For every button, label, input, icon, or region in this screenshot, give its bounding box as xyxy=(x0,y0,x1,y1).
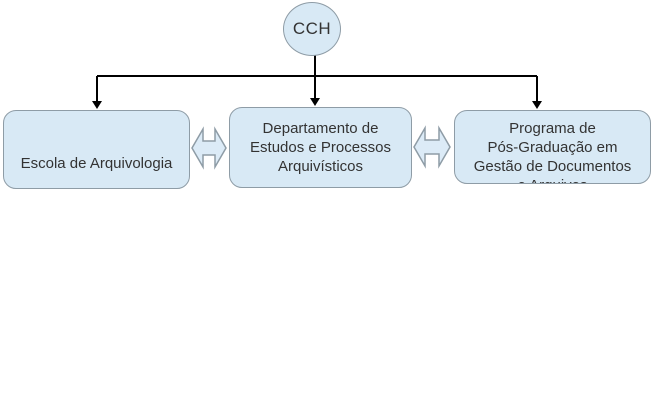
box-label-line: Arquivísticos xyxy=(277,158,364,175)
node-escola-de-arquivologia: Escola de Arquivologia xyxy=(3,110,190,189)
box-label-line: e Arquivos xyxy=(455,176,650,183)
box-label-line: Programa de xyxy=(509,120,596,137)
arrowhead-down-icon xyxy=(532,101,542,109)
bidirectional-arrow-icon xyxy=(413,125,451,169)
box-label-line: Gestão de Documentos xyxy=(473,158,632,175)
arrowhead-down-icon xyxy=(310,98,320,106)
box-label-line: Escola de Arquivologia xyxy=(20,155,173,172)
bidirectional-arrow-icon xyxy=(191,126,227,170)
node-departamento-estudos-processos-arquivisticos: Departamento de Estudos e Processos Arqu… xyxy=(229,107,412,188)
node-programa-pos-graduacao-gestao-documentos: Programa de Pós-Graduação em Gestão de D… xyxy=(454,110,651,184)
box-label-line: Estudos e Processos xyxy=(250,139,391,156)
box-label-line: Pós-Graduação em xyxy=(487,139,618,156)
arrowhead-down-icon xyxy=(92,101,102,109)
node-cch-label: CCH xyxy=(292,19,332,38)
box-label-line: Departamento de xyxy=(262,120,379,137)
node-cch: CCH xyxy=(283,2,341,56)
